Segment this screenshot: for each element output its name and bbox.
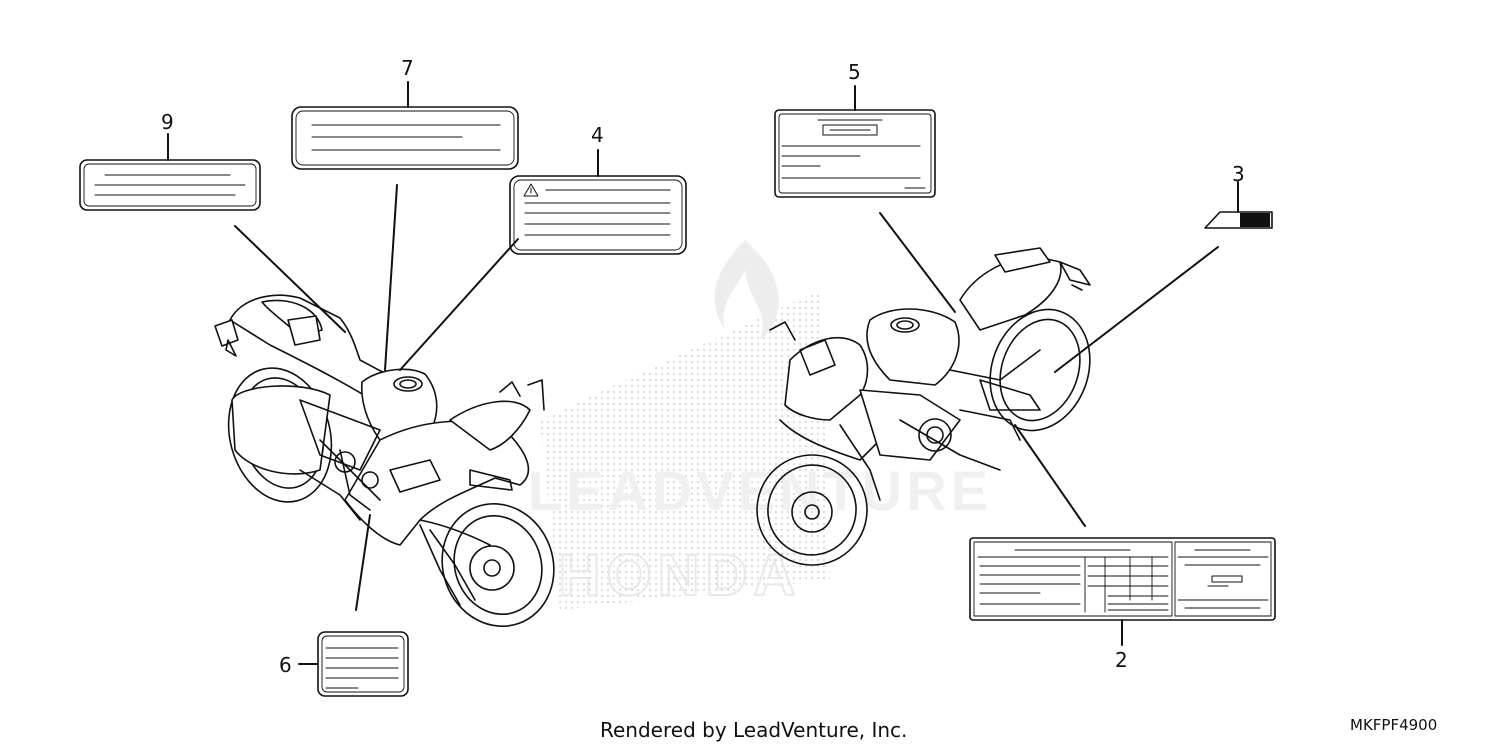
label-9 bbox=[79, 159, 261, 211]
watermark-flame-icon bbox=[714, 240, 779, 340]
label-4 bbox=[509, 175, 687, 255]
diagram-code: MKFPF4900 bbox=[1350, 716, 1438, 734]
warning-triangle-icon bbox=[523, 183, 539, 197]
label-6 bbox=[317, 631, 409, 697]
callout-6: 6 bbox=[279, 653, 292, 677]
callout-5: 5 bbox=[848, 60, 861, 84]
watermark-brand: LEADVENTURE bbox=[528, 459, 992, 522]
callout-7: 7 bbox=[401, 56, 414, 80]
callout-9: 9 bbox=[161, 110, 174, 134]
motorcycle-right bbox=[756, 247, 1091, 566]
front-wheel-right bbox=[756, 454, 868, 566]
callout-2: 2 bbox=[1115, 648, 1128, 672]
callout-4: 4 bbox=[591, 123, 604, 147]
front-wheel-left bbox=[441, 502, 555, 628]
rear-wheel-right bbox=[989, 308, 1091, 432]
callout-3: 3 bbox=[1232, 162, 1245, 186]
fuel-icon bbox=[1207, 575, 1243, 587]
watermark-beam bbox=[540, 290, 830, 610]
watermark-maker: HONDA bbox=[559, 543, 802, 608]
leader-lines bbox=[167, 81, 1239, 665]
watermark: LEADVENTURE HONDA bbox=[528, 240, 992, 610]
render-credit: Rendered by LeadVenture, Inc. bbox=[600, 718, 908, 742]
motorcycle-left bbox=[214, 294, 555, 628]
rear-wheel-left bbox=[227, 367, 333, 503]
label-2 bbox=[969, 537, 1276, 621]
label-7 bbox=[291, 106, 519, 170]
label-3 bbox=[1204, 211, 1273, 229]
label-5 bbox=[774, 109, 936, 198]
